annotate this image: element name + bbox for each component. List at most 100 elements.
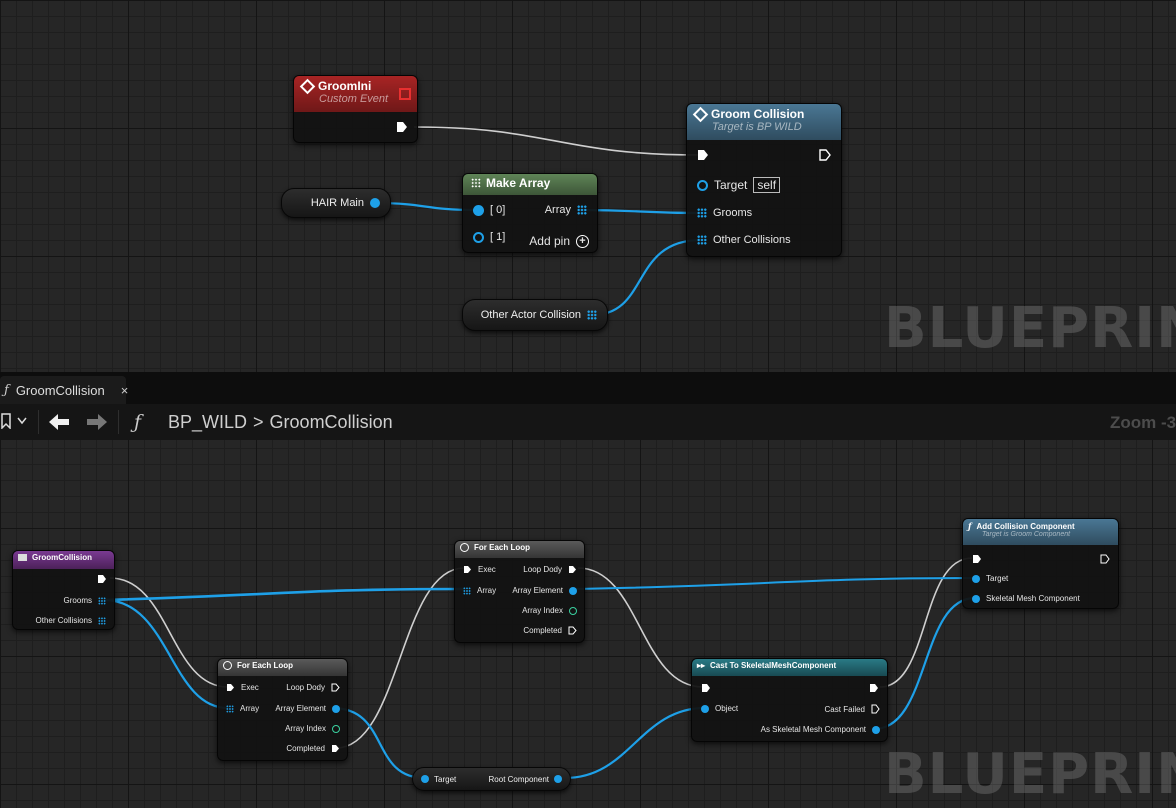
- exec-pin-icon: [871, 704, 880, 714]
- function-diamond-icon: [692, 106, 709, 122]
- pin-label: [ 0]: [490, 204, 506, 216]
- pin-label: Array Index: [285, 724, 326, 733]
- completed-pin[interactable]: Completed: [286, 744, 340, 753]
- loop-body-pin[interactable]: Loop Dody: [523, 565, 577, 574]
- get-root-component-node[interactable]: Target Root Component: [412, 767, 571, 791]
- cast-failed-pin[interactable]: Cast Failed: [825, 704, 880, 714]
- target-pin[interactable]: Target self: [697, 177, 781, 193]
- object-pin-icon: [421, 775, 429, 783]
- node-header: Make Array: [463, 174, 597, 195]
- pin-label: Array Element: [275, 704, 326, 713]
- pin-label: Add pin: [529, 234, 570, 248]
- exec-in-pin[interactable]: Exec: [463, 565, 496, 574]
- pin-label: Array Element: [512, 586, 563, 595]
- delegate-pin-icon[interactable]: [399, 88, 411, 100]
- blueprint-watermark: BLUEPRINT: [884, 296, 1176, 361]
- pin-label: Completed: [286, 744, 325, 753]
- array-element-pin[interactable]: Array Element: [512, 586, 577, 595]
- object-pin-icon: [332, 704, 340, 713]
- node-title: For Each Loop: [237, 661, 293, 670]
- exec-in-pin[interactable]: [972, 554, 982, 564]
- array-output-pin[interactable]: Array: [545, 204, 587, 216]
- target-default-value[interactable]: self: [753, 177, 781, 193]
- target-pin[interactable]: Target: [421, 775, 456, 784]
- pin-label: Other Collisions: [713, 234, 791, 246]
- back-arrow-icon[interactable]: [48, 413, 70, 431]
- completed-pin[interactable]: Completed: [523, 626, 577, 635]
- exec-in-pin[interactable]: [701, 683, 711, 693]
- array-pin-icon[interactable]: [587, 310, 597, 320]
- loop-icon: [223, 661, 232, 670]
- pin-label: Cast Failed: [824, 704, 865, 714]
- array-input-0-pin[interactable]: [ 0]: [473, 204, 505, 216]
- node-title: Groom Collision: [711, 107, 805, 121]
- top-blueprint-graph[interactable]: BLUEPRINT GroomIni Custom Event Groom Co…: [0, 0, 1176, 372]
- array-pin-icon: [577, 205, 587, 215]
- bottom-blueprint-graph[interactable]: BLUEPRINT GroomCollision Grooms Other Co…: [0, 440, 1176, 808]
- object-pin-icon: [701, 704, 709, 713]
- breadcrumb-current[interactable]: GroomCollision: [269, 412, 393, 432]
- exec-out-pin[interactable]: [819, 149, 831, 161]
- array-element-pin[interactable]: Array Element: [275, 704, 340, 713]
- pin-label: Array Index: [522, 606, 563, 615]
- grooms-output-pin[interactable]: Grooms: [64, 596, 106, 605]
- add-pin-button[interactable]: + Add pin: [529, 234, 589, 248]
- node-title: For Each Loop: [474, 543, 530, 552]
- pin-label: Object: [715, 704, 739, 713]
- other-actor-collision-variable[interactable]: Other Actor Collision: [462, 299, 608, 331]
- pin-label: Grooms: [713, 207, 753, 219]
- array-index-pin[interactable]: Array Index: [285, 724, 340, 733]
- breadcrumb-root[interactable]: BP_WILD: [168, 412, 248, 432]
- object-pin-icon[interactable]: [370, 198, 380, 208]
- pin-label: Array: [544, 204, 571, 216]
- exec-out-pin[interactable]: [97, 574, 107, 584]
- array-in-pin[interactable]: Array: [226, 704, 259, 713]
- hair-main-variable[interactable]: HAIR Main: [281, 188, 391, 218]
- node-subtitle: Target is Groom Component: [982, 531, 1071, 538]
- exec-in-pin[interactable]: [697, 149, 709, 161]
- groom-collision-call-node[interactable]: Groom Collision Target is BP WILD Target…: [686, 103, 842, 257]
- bookmark-dropdown[interactable]: [0, 413, 27, 429]
- grooms-pin[interactable]: Grooms: [697, 207, 752, 219]
- object-in-pin[interactable]: Object: [701, 704, 738, 713]
- root-component-output-pin[interactable]: Root Component: [489, 775, 562, 784]
- target-pin[interactable]: Target: [972, 574, 1008, 583]
- for-each-loop-node[interactable]: For Each Loop Exec Array Loop Dody Array…: [217, 658, 348, 761]
- array-pin-icon: [226, 704, 234, 713]
- zoom-level: Zoom -3: [1110, 413, 1176, 432]
- function-entry-node[interactable]: GroomCollision Grooms Other Collisions: [12, 550, 115, 630]
- exec-out-pin[interactable]: [396, 121, 408, 133]
- as-skeletal-mesh-pin[interactable]: As Skeletal Mesh Component: [761, 725, 880, 734]
- loop-body-pin[interactable]: Loop Dody: [286, 683, 340, 692]
- array-input-1-pin[interactable]: [ 1]: [473, 231, 505, 243]
- node-header: GroomCollision: [13, 551, 114, 569]
- array-in-pin[interactable]: Array: [463, 586, 496, 595]
- bottom-wires: [103, 557, 976, 780]
- exec-pin-icon: [331, 683, 340, 692]
- other-collisions-pin[interactable]: Other Collisions: [697, 234, 791, 246]
- for-each-loop-node[interactable]: For Each Loop Exec Array Loop Dody Array…: [454, 540, 585, 643]
- forward-arrow-icon[interactable]: [86, 413, 108, 431]
- make-array-node[interactable]: Make Array [ 0] [ 1] Array + Add pin: [462, 173, 598, 253]
- tab-close-icon[interactable]: ×: [120, 382, 129, 398]
- skeletal-mesh-component-pin[interactable]: Skeletal Mesh Component: [972, 594, 1080, 603]
- exec-out-pin[interactable]: [869, 683, 879, 693]
- add-collision-component-node[interactable]: ƒ Add Collision Component Target is Groo…: [962, 518, 1119, 609]
- exec-out-pin[interactable]: [1100, 554, 1110, 564]
- node-header: ƒ Add Collision Component Target is Groo…: [963, 519, 1118, 545]
- pin-label: Array: [240, 704, 260, 713]
- exec-pin-icon: [464, 566, 471, 573]
- integer-pin-icon: [569, 606, 577, 615]
- exec-in-pin[interactable]: Exec: [226, 683, 259, 692]
- chevron-down-icon: [17, 417, 27, 425]
- exec-pin-icon: [569, 566, 576, 573]
- cast-to-skeletal-mesh-node[interactable]: ▸▸ Cast To SkeletalMeshComponent Object …: [691, 658, 888, 742]
- tab-groom-collision[interactable]: ƒ GroomCollision ×: [0, 376, 129, 404]
- other-collisions-output-pin[interactable]: Other Collisions: [36, 616, 106, 625]
- pin-label: Skeletal Mesh Component: [986, 594, 1080, 603]
- array-index-pin[interactable]: Array Index: [522, 606, 577, 615]
- function-icon: ƒ: [134, 411, 142, 433]
- exec-pin-icon: [568, 626, 577, 635]
- variable-label: HAIR Main: [310, 197, 364, 209]
- groom-ini-event-node[interactable]: GroomIni Custom Event: [293, 75, 418, 143]
